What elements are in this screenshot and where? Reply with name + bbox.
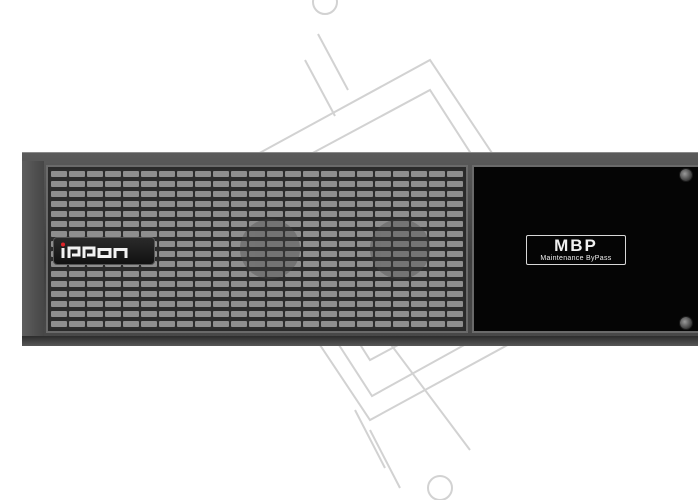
brand-badge: ippon: [54, 238, 154, 264]
mbp-label: MBP Maintenance ByPass: [526, 235, 626, 265]
brand-text: ippon: [57, 242, 60, 243]
screw-top-icon: [680, 169, 692, 181]
ups-bypass-device: ippon MBP Maintenance ByPass: [22, 152, 698, 346]
mbp-subtitle: Maintenance ByPass: [540, 255, 612, 262]
bypass-panel: MBP Maintenance ByPass: [472, 165, 698, 333]
device-side-cap: [22, 161, 44, 337]
mbp-title: MBP: [554, 236, 598, 255]
device-bottom-edge: [22, 336, 698, 346]
screw-bottom-icon: [680, 317, 692, 329]
ippon-logo-icon: ippon: [57, 242, 128, 258]
